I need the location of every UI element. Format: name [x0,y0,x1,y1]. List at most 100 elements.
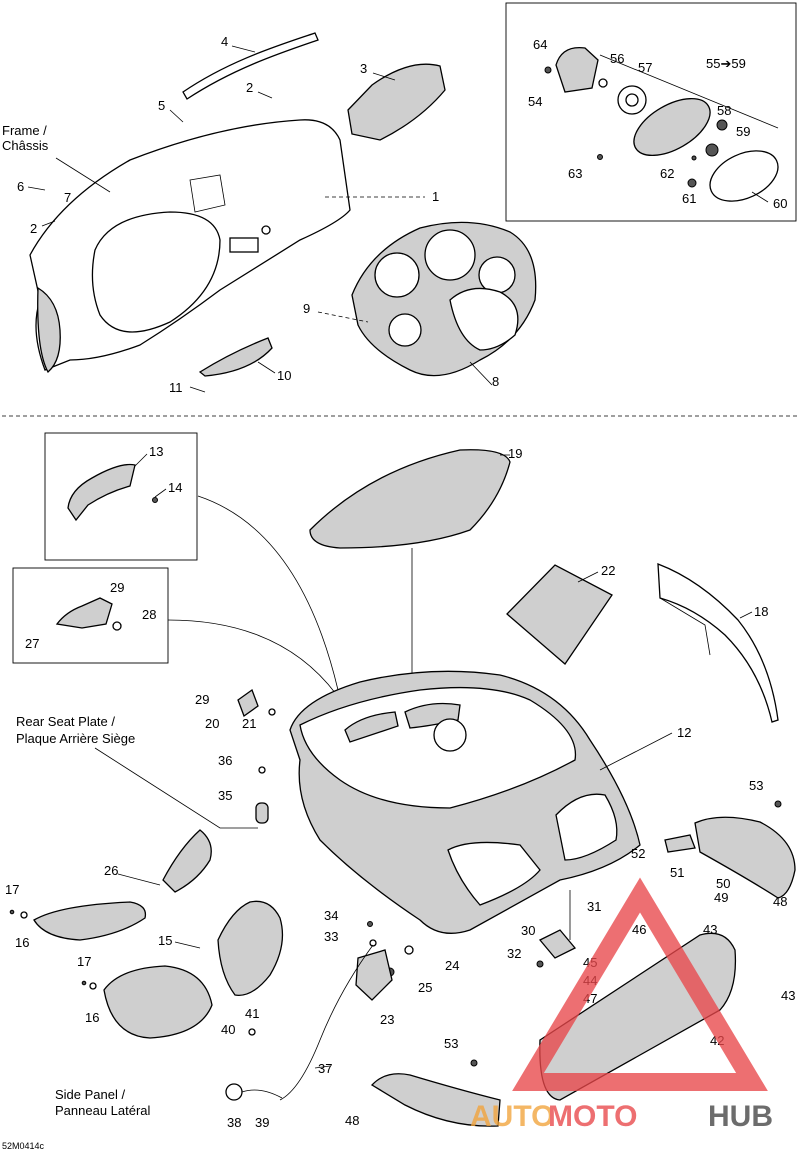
part-57-ring-inner [625,93,639,107]
part-18-lower [659,597,711,656]
label-frame: Frame / [2,123,47,138]
part-number-18: 18 [754,604,768,619]
part-number-8: 8 [492,374,499,389]
watermark-text-auto: AUTO [470,1100,554,1133]
part-1-detail [189,174,226,213]
part-number-2: 2 [30,221,37,236]
part-number-20: 20 [205,716,219,731]
part-number-29: 29 [110,580,124,595]
part-17-screw-2 [81,980,87,986]
part-number-53: 53 [749,778,763,793]
part-number-15: 15 [158,933,172,948]
part-number-39: 39 [255,1115,269,1130]
watermark-text-hub: HUB [708,1100,773,1133]
part-40-clip [248,1028,256,1036]
part-number-13: 13 [149,444,163,459]
part-48-trim-lower [370,1073,501,1127]
part-30-bracket [538,929,577,959]
part-number-10: 10 [277,368,291,383]
part-37-cable [279,944,374,1101]
leader-18 [739,611,753,619]
part-36-clip [258,766,266,774]
part-number-3: 3 [360,61,367,76]
part-number-9: 9 [303,301,310,316]
part-12-window-left [447,841,541,906]
part-number-36: 36 [218,753,232,768]
part-8-gauge-left [374,252,420,298]
part-number-6: 6 [17,179,24,194]
part-number-30: 30 [521,923,535,938]
part-18-shield [657,563,779,723]
part-number-34: 34 [324,908,338,923]
leader-5 [169,109,184,123]
part-number-5: 5 [158,98,165,113]
part-number-2: 2 [246,80,253,95]
part-15-panel-upper [217,900,284,996]
inset-box-27 [12,567,169,664]
part-16-washer [20,911,28,919]
part-48-trim-upper [694,816,796,899]
part-33-washer [369,939,377,947]
part-number-16: 16 [85,1010,99,1025]
part-1-opening [91,211,221,333]
inset-box-13 [44,432,198,561]
part-55-dial [633,97,711,157]
part-64-nut [544,66,552,74]
watermark-logo: AUTO MOTO HUB [470,877,773,1133]
label-side-panel: Side Panel / [55,1087,125,1102]
part-10-trim [198,337,273,377]
part-number-19: 19 [508,446,522,461]
part-61-screw [687,178,697,188]
part-19-seat-plate [309,449,511,549]
part-number-51: 51 [670,865,684,880]
arrow-27-to-body [167,619,337,695]
part-number-43: 43 [781,988,795,1003]
leader-10 [257,361,276,374]
part-28-nut [112,621,122,631]
part-number-56: 56 [610,51,624,66]
part-number-11: 11 [169,380,183,395]
part-number-58: 58 [717,103,731,118]
watermark-text-moto: MOTO [548,1100,637,1133]
part-60-lens [709,150,779,202]
part-8-gauge-right [478,256,516,294]
part-1-slot [229,237,259,253]
leader-frame [55,157,111,193]
part-number-21: 21 [242,716,256,731]
part-27-bracket [55,597,113,629]
part-number-22: 22 [601,563,615,578]
part-14-screw [152,497,158,503]
leader-11 [189,386,206,393]
part-number-59: 59 [736,124,750,139]
part-number-14: 14 [168,480,182,495]
part-34-screw [367,921,373,927]
part-15-panel-lower [103,965,213,1039]
part-number-63: 63 [568,166,582,181]
part-13-bracket [67,463,136,522]
part-20-latch [237,688,259,718]
part-17-screw [9,909,15,915]
part-number-40: 40 [221,1022,235,1037]
part-52-bracket [664,834,696,853]
part-number-23: 23 [380,1012,394,1027]
part-number-43: 43 [703,922,717,937]
part-8-gauge-center [424,229,476,281]
part-number-26: 26 [104,863,118,878]
part-number-50: 50 [716,876,730,891]
inset-box-gauge [505,2,797,222]
part-number-12: 12 [677,725,691,740]
part-3-pad [347,63,446,141]
part-number-33: 33 [324,929,338,944]
part-number-37: 37 [318,1061,332,1076]
part-4-tube [182,32,319,100]
leader-60 [751,191,769,203]
part-38-ring [225,1083,243,1101]
part-number-31: 31 [587,899,601,914]
part-number-41: 41 [245,1006,259,1021]
part-12-recess-1 [344,711,399,743]
part-number-16: 16 [15,935,29,950]
leader-15 [174,941,201,949]
part-58-cap [716,119,728,131]
part-number-29: 29 [195,692,209,707]
label-panneau-lateral: Panneau Latéral [55,1103,151,1118]
